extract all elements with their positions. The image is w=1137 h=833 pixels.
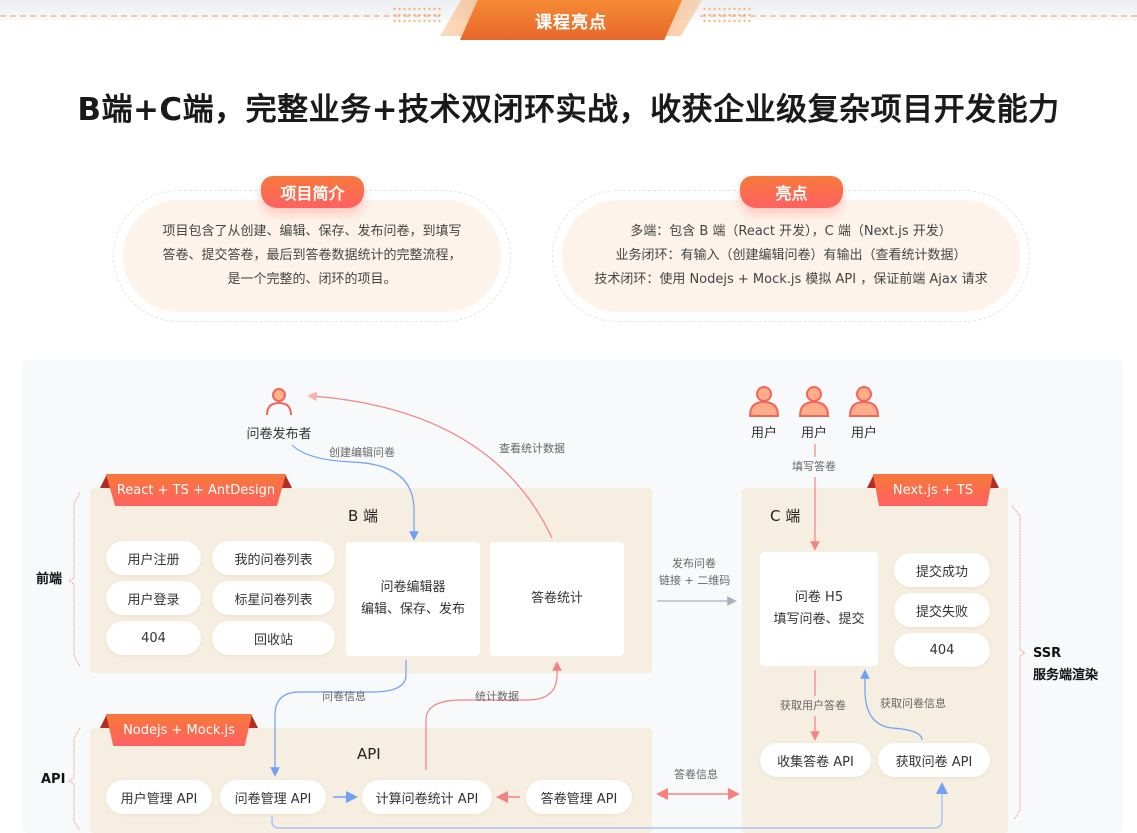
publisher-label: 问卷发布者 xyxy=(246,427,312,442)
chip-answer-mgmt-api: 答卷管理 API xyxy=(526,780,632,814)
banner-divider-left xyxy=(0,15,440,17)
chip-submit-success: 提交成功 xyxy=(894,553,990,587)
side-label-frontend: 前端 xyxy=(36,572,63,587)
answer-stats-card: 答卷统计 xyxy=(490,542,624,656)
highlight-line: 多端：包含 B 端（React 开发），C 端（Next.js 开发） xyxy=(630,224,952,239)
chip-get-survey-api: 获取问卷 API xyxy=(878,743,990,777)
publisher-icon xyxy=(266,388,292,416)
b-end-tech-label: React + TS + AntDesign xyxy=(106,474,286,506)
banner-title: 课程亮点 xyxy=(535,12,607,33)
edge-label-fill-answer: 填写答卷 xyxy=(792,457,836,477)
banner-ribbon: 课程亮点 xyxy=(460,0,682,40)
survey-editor-card: 问卷编辑器 编辑、保存、发布 xyxy=(346,542,480,656)
survey-h5-card: 问卷 H5 填写问卷、提交 xyxy=(760,552,878,666)
intro-line: 答卷、提交答卷，最后到答卷数据统计的完整流程， xyxy=(162,248,462,263)
edge-label-answer-info: 答卷信息 xyxy=(674,768,718,781)
intro-line: 项目包含了从创建、编辑、保存、发布问卷，到填写 xyxy=(162,224,462,239)
intro-tag: 项目简介 xyxy=(261,176,364,208)
chip-collect-answer-api: 收集答卷 API xyxy=(760,743,871,777)
edge-label-create-edit: 创建编辑问卷 xyxy=(329,446,395,459)
highlights-tag: 亮点 xyxy=(740,176,843,208)
h5-title: 问卷 H5 xyxy=(794,590,844,605)
banner-dots-left xyxy=(392,6,442,26)
side-label-api: API xyxy=(41,772,66,787)
edge-label-stats-data: 统计数据 xyxy=(475,690,519,703)
edge-label-publish: 发布问卷 xyxy=(672,557,716,570)
user-icon xyxy=(849,386,879,417)
api-ribbon: Nodejs + Mock.js xyxy=(100,714,258,746)
edge-label-view-stats: 查看统计数据 xyxy=(499,442,565,455)
highlight-line: 业务闭环：有输入（创建编辑问卷）有输出（查看统计数据） xyxy=(615,248,967,263)
stats-title: 答卷统计 xyxy=(530,591,583,606)
user-label: 用户 xyxy=(800,426,827,441)
edge-label-get-survey-info: 获取问卷信息 xyxy=(880,697,946,710)
chip-my-surveys: 我的问卷列表 xyxy=(212,541,335,575)
intro-line: 是一个完整的、闭环的项目。 xyxy=(227,272,397,287)
chip-recycle-bin: 回收站 xyxy=(212,621,335,655)
user-label: 用户 xyxy=(750,426,777,441)
chip-404: 404 xyxy=(106,621,201,655)
chip-login: 用户登录 xyxy=(106,581,201,615)
section-banner: 课程亮点 xyxy=(440,0,702,40)
banner-dots-right xyxy=(702,6,752,26)
api-title: API xyxy=(357,745,381,763)
api-tech-label: Nodejs + Mock.js xyxy=(106,714,252,746)
user-icon xyxy=(749,386,779,417)
b-end-ribbon: React + TS + AntDesign xyxy=(100,474,292,506)
chip-submit-fail: 提交失败 xyxy=(894,593,990,627)
editor-subtitle: 编辑、保存、发布 xyxy=(360,602,465,617)
h5-subtitle: 填写问卷、提交 xyxy=(773,612,865,627)
edge-label-survey-info: 问卷信息 xyxy=(322,690,366,703)
chip-user-mgmt-api: 用户管理 API xyxy=(106,780,212,814)
chip-starred-surveys: 标星问卷列表 xyxy=(212,581,335,615)
highlight-line: 技术闭环：使用 Nodejs + Mock.js 模拟 API ，保证前端 Aj… xyxy=(594,272,988,287)
highlights-card: 多端：包含 B 端（React 开发），C 端（Next.js 开发） 业务闭环… xyxy=(562,200,1020,312)
intro-card: 项目包含了从创建、编辑、保存、发布问卷，到填写 答卷、提交答卷，最后到答卷数据统… xyxy=(123,200,501,312)
c-end-tech-label: Next.js + TS xyxy=(873,474,993,506)
user-label: 用户 xyxy=(850,426,877,441)
edge-label-publish-link: 链接 + 二维码 xyxy=(659,574,731,587)
chip-survey-mgmt-api: 问卷管理 API xyxy=(220,780,326,814)
side-label-ssr-desc: 服务端渲染 xyxy=(1033,668,1099,683)
banner-divider-right xyxy=(700,15,1137,17)
page-headline: B端+C端，完整业务+技术双闭环实战，收获企业级复杂项目开发能力 xyxy=(77,92,1060,128)
editor-title: 问卷编辑器 xyxy=(380,580,446,595)
b-end-title: B 端 xyxy=(348,507,379,525)
chip-calc-stats-api: 计算问卷统计 API xyxy=(362,780,492,814)
chip-register: 用户注册 xyxy=(106,541,201,575)
c-end-title: C 端 xyxy=(770,507,801,525)
c-end-ribbon: Next.js + TS xyxy=(867,474,999,506)
chip-c-404: 404 xyxy=(894,633,990,667)
architecture-diagram: React + TS + AntDesign B 端 用户注册 我的问卷列表 用… xyxy=(22,360,1123,833)
side-label-ssr: SSR xyxy=(1033,646,1062,661)
edge-label-get-user-answer: 获取用户答卷 xyxy=(780,696,846,716)
user-icon xyxy=(799,386,829,417)
